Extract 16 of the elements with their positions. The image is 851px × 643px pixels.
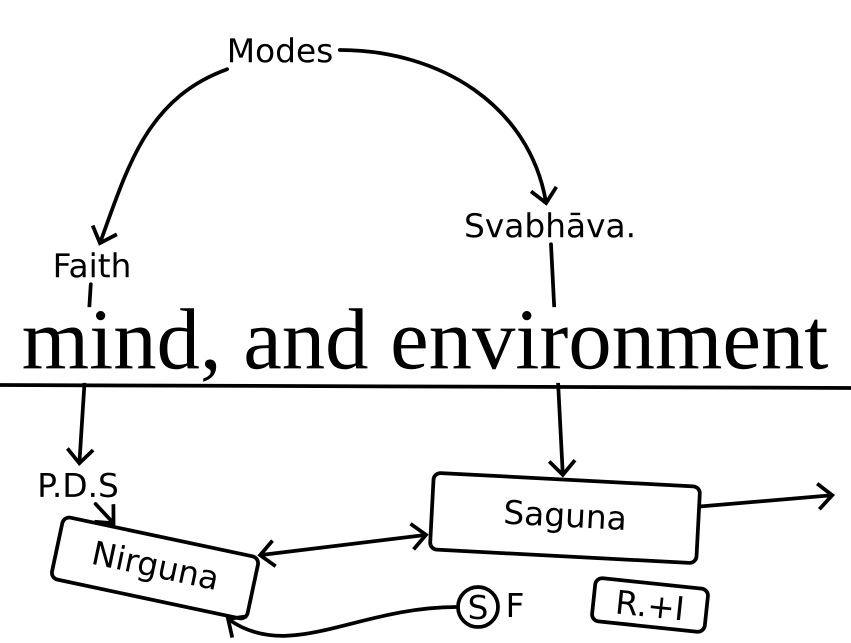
letter-label: F (504, 592, 526, 618)
arrow (94, 502, 116, 526)
circle-node: S (456, 585, 500, 629)
process-box: R.+I (590, 576, 710, 634)
node-label: P.D.S (40, 472, 118, 498)
arrow (90, 67, 229, 246)
heading-text: mind, and environment (20, 307, 830, 383)
node-label: Modes (230, 37, 332, 63)
arrow (699, 482, 836, 511)
arrow (338, 48, 558, 206)
node-label: Svabhāva. (466, 212, 633, 238)
node-label: Faith (56, 252, 129, 278)
arrow (257, 522, 429, 568)
process-box: Saguna (428, 471, 702, 565)
process-box: Nirguna (50, 516, 260, 620)
arrow (226, 605, 458, 638)
